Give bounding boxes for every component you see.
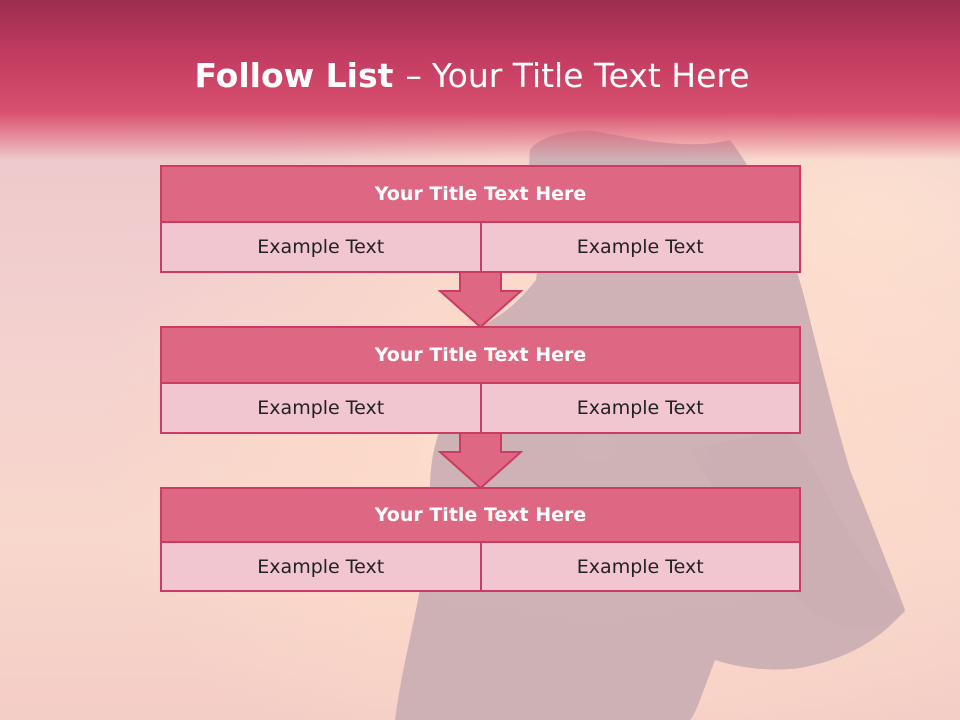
- step-box-3: Your Title Text Here Example Text Exampl…: [160, 487, 801, 592]
- step-3-right-cell: Example Text: [481, 543, 801, 592]
- down-arrow-2: [438, 432, 523, 490]
- step-2-right-cell: Example Text: [481, 384, 801, 434]
- step-title-2: Your Title Text Here: [160, 326, 801, 384]
- step-1-left-cell: Example Text: [160, 223, 482, 273]
- step-title-3: Your Title Text Here: [160, 487, 801, 543]
- step-box-2: Your Title Text Here Example Text Exampl…: [160, 326, 801, 434]
- step-row-1: Example Text Example Text: [160, 223, 801, 273]
- slide-title-separator: –: [405, 56, 422, 95]
- step-title-1: Your Title Text Here: [160, 165, 801, 223]
- step-2-left-cell: Example Text: [160, 384, 482, 434]
- step-row-3: Example Text Example Text: [160, 543, 801, 592]
- slide-title: Follow List–Your Title Text Here: [0, 52, 944, 100]
- step-row-2: Example Text Example Text: [160, 384, 801, 434]
- step-3-left-cell: Example Text: [160, 543, 482, 592]
- down-arrow-1: [438, 271, 523, 329]
- header-bar: [0, 0, 960, 160]
- step-box-1: Your Title Text Here Example Text Exampl…: [160, 165, 801, 273]
- step-1-right-cell: Example Text: [481, 223, 801, 273]
- slide-title-bold: Follow List: [194, 56, 394, 95]
- slide-title-rest: Your Title Text Here: [431, 56, 750, 95]
